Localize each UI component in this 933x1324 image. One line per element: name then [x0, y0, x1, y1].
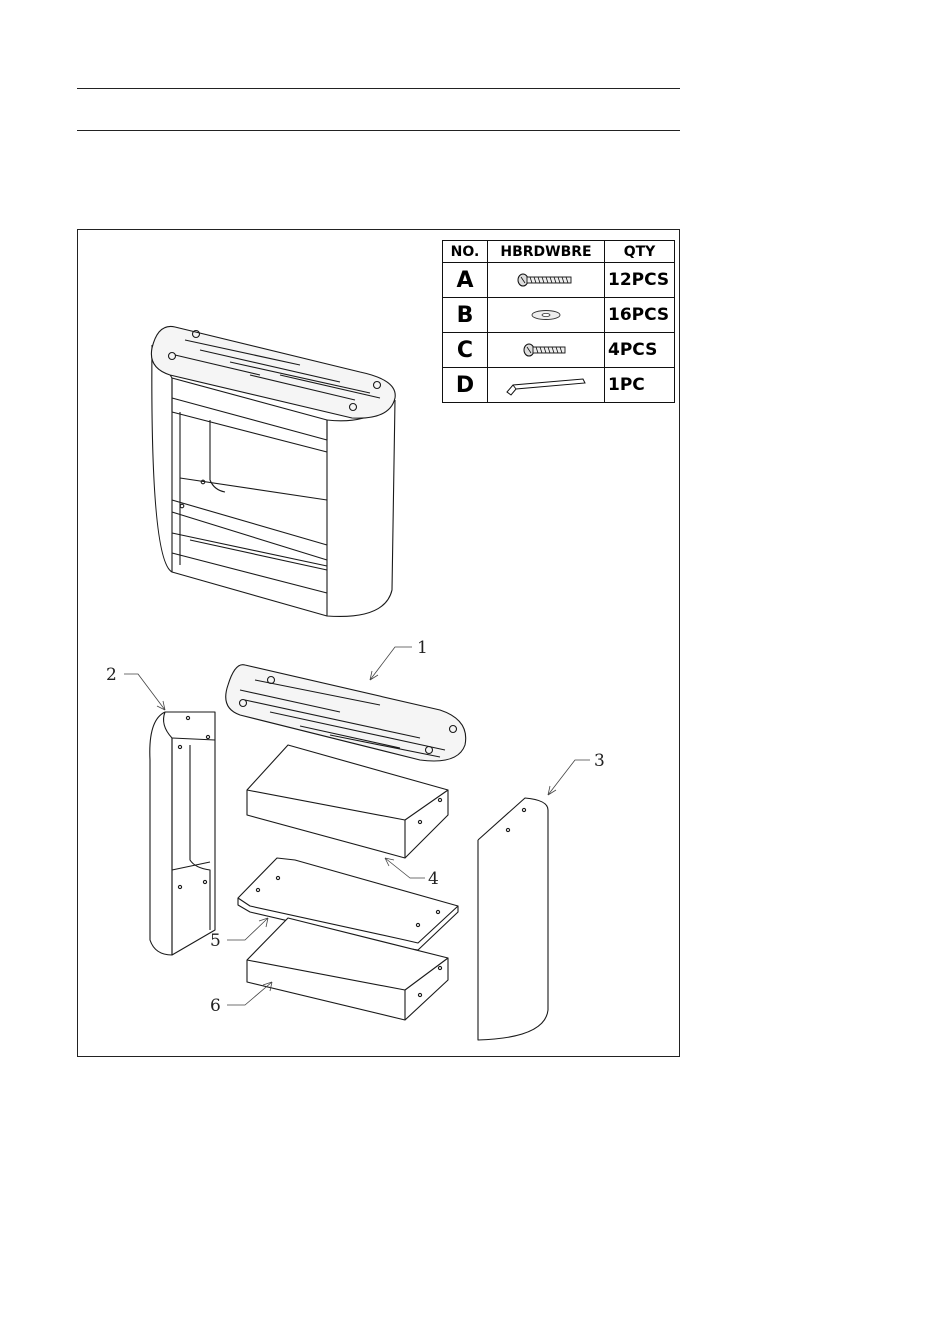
callout-1: 1 — [417, 638, 428, 658]
part-3-right-column — [478, 798, 548, 1040]
leader-2 — [124, 674, 165, 710]
part-4-upper-box — [247, 745, 448, 858]
callout-3: 3 — [594, 751, 605, 771]
callout-4: 4 — [428, 869, 439, 889]
leader-1 — [370, 647, 412, 680]
leader-3 — [548, 760, 590, 795]
leader-5 — [227, 918, 268, 940]
callout-5: 5 — [210, 931, 221, 951]
leader-6 — [227, 982, 272, 1005]
part-2-left-column — [150, 712, 215, 955]
leader-4 — [385, 858, 425, 878]
assembled-console-illustration — [151, 326, 395, 616]
part-1-glass-top — [226, 665, 466, 761]
callout-6: 6 — [210, 996, 221, 1016]
callout-2: 2 — [106, 665, 117, 685]
